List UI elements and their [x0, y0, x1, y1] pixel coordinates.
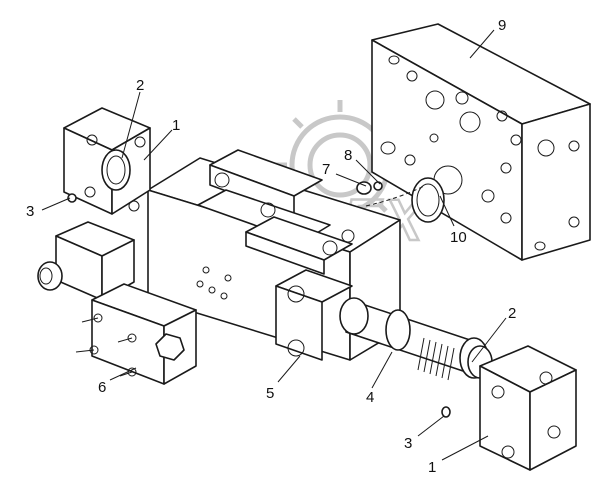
central-valve-body	[147, 149, 401, 361]
part-1-flange-right	[479, 345, 577, 471]
callout-2-right: 2	[508, 305, 516, 322]
callout-3-right: 3	[404, 435, 412, 452]
part-1-flange-left	[63, 107, 151, 215]
part-9-mounting-plate	[371, 23, 591, 261]
callout-5: 5	[266, 385, 274, 402]
callout-9: 9	[498, 17, 506, 34]
callout-labels: 9 2 1 3 7 8 10 2 3 1 4 5 6	[26, 17, 516, 476]
leader-lines	[41, 29, 507, 461]
callout-8: 8	[344, 147, 352, 164]
part-8-ring	[373, 181, 383, 191]
callout-10: 10	[450, 229, 467, 246]
part-2-seal-ring-left	[101, 149, 131, 191]
callout-6: 6	[98, 379, 106, 396]
callout-7: 7	[322, 161, 330, 178]
callout-1-right: 1	[428, 459, 436, 476]
callout-3-left: 3	[26, 203, 34, 220]
part-3-small-oring-right	[441, 406, 451, 418]
callout-4: 4	[366, 389, 374, 406]
part-3-small-oring-left	[67, 193, 77, 203]
part-7-seal	[356, 181, 372, 195]
part-6-solenoid-valve	[37, 221, 197, 385]
callout-2-left: 2	[136, 77, 144, 94]
callout-1-left: 1	[172, 117, 180, 134]
